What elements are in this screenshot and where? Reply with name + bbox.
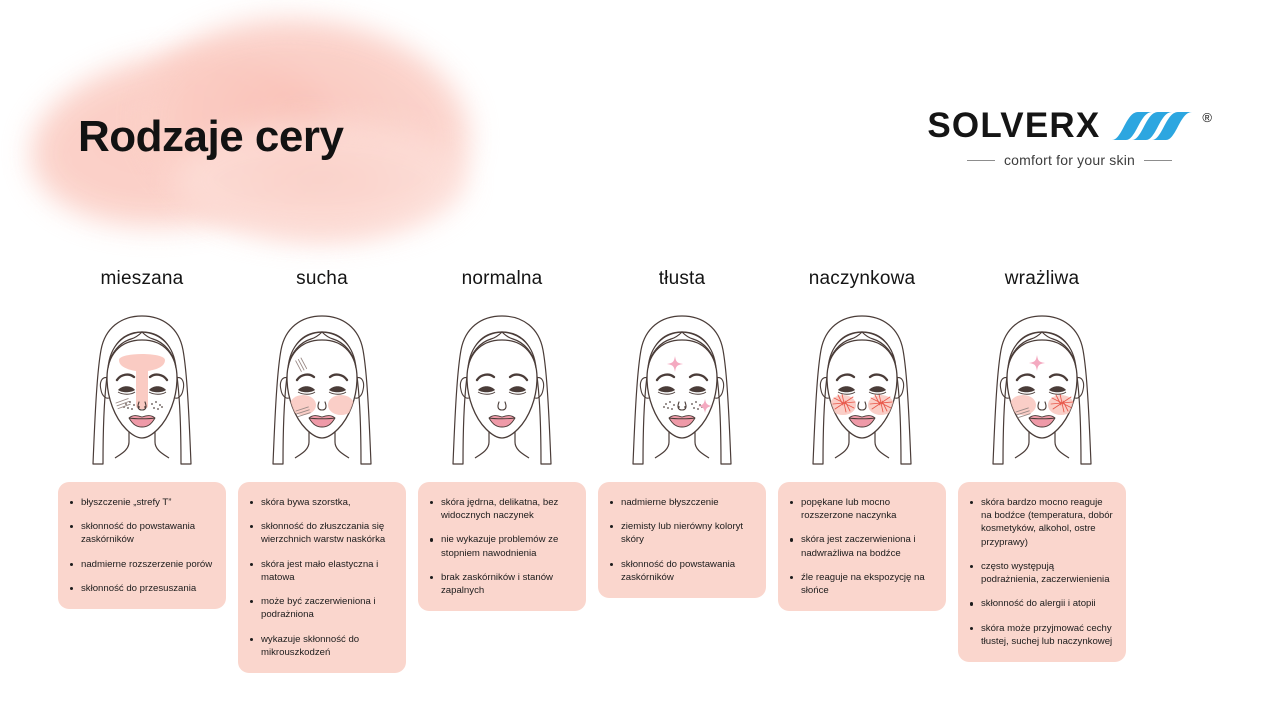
- list-item: skłonność do alergii i atopii: [969, 597, 1114, 610]
- list-item: nadmierne rozszerzenie porów: [69, 558, 214, 571]
- skin-type-column-mieszana: mieszana błyszcze: [52, 268, 232, 673]
- list-item: nadmierne błyszczenie: [609, 496, 754, 509]
- list-item: popękane lub mocno rozszerzone naczynka: [789, 496, 934, 522]
- list-item: często występują podrażnienia, zaczerwie…: [969, 560, 1114, 586]
- list-item: skóra może przyjmować cechy tłustej, suc…: [969, 622, 1114, 648]
- header: Rodzaje cery SOLVERX ® comfort for your …: [0, 0, 1280, 252]
- tagline-rule-left: [966, 159, 995, 161]
- list-item: wykazuje skłonność do mikrouszkodzeń: [249, 633, 394, 659]
- skin-type-columns: mieszana błyszcze: [52, 268, 1232, 674]
- skin-type-column-normalna: normalna skóra ję: [412, 268, 592, 673]
- list-item: skłonność do przesuszania: [69, 582, 214, 595]
- list-item: brak zaskórników i stanów zapalnych: [429, 571, 574, 597]
- logo-tagline: comfort for your skin: [1003, 152, 1135, 168]
- list-item: skłonność do powstawania zaskórników: [609, 558, 754, 584]
- skin-type-card-wrazliwa: skóra bardzo mocno reaguje na bodźce (te…: [958, 482, 1126, 663]
- logo-stripes-icon: [1112, 111, 1193, 140]
- skin-type-column-naczynkowa: naczynkowa: [772, 268, 952, 673]
- skin-type-title-naczynkowa: naczynkowa: [808, 268, 916, 289]
- list-item: skóra bardzo mocno reaguje na bodźce (te…: [969, 496, 1114, 549]
- skin-type-card-sucha: skóra bywa szorstka, skłonność do złuszcz…: [238, 482, 406, 674]
- list-item: skóra jędrna, delikatna, bez widocznych …: [429, 496, 574, 522]
- list-item: skłonność do złuszczania się wierzchnich…: [249, 520, 394, 546]
- face-dry-skin-icon: [241, 306, 403, 466]
- list-item: źle reaguje na ekspozycję na słońce: [789, 571, 934, 597]
- list-item: może być zaczerwieniona i podrażniona: [249, 595, 394, 621]
- list-item: skóra bywa szorstka,: [249, 496, 394, 509]
- list-item: błyszczenie „strefy T”: [69, 496, 214, 509]
- skin-type-card-tlusta: nadmierne błyszczenie ziemisty lub nierów…: [598, 482, 766, 599]
- logo-wordmark: SOLVERX: [927, 106, 1101, 145]
- list-item: ziemisty lub nierówny koloryt skóry: [609, 520, 754, 546]
- skin-type-title-mieszana: mieszana: [100, 268, 184, 289]
- tagline-rule-right: [1144, 159, 1172, 161]
- skin-type-title-wrazliwa: wrażliwa: [1004, 268, 1080, 289]
- skin-type-title-sucha: sucha: [296, 268, 348, 289]
- page-title: Rodzaje cery: [78, 112, 344, 161]
- face-normal-skin-icon: [421, 306, 583, 466]
- face-sensitive-skin-icon: [961, 306, 1123, 466]
- list-item: skłonność do powstawania zaskórników: [69, 520, 214, 546]
- face-oily-skin-icon: [601, 306, 763, 466]
- skin-type-title-tlusta: tłusta: [658, 268, 706, 289]
- list-item: skóra jest zaczerwieniona i nadwrażliwa …: [789, 533, 934, 559]
- list-item: nie wykazuje problemów ze stopniem nawod…: [429, 533, 574, 559]
- face-combination-skin-icon: [61, 306, 223, 466]
- brand-logo: SOLVERX ® comfort for your skin: [912, 108, 1212, 168]
- skin-type-card-naczynkowa: popękane lub mocno rozszerzone naczynka s…: [778, 482, 946, 612]
- skin-type-column-tlusta: tłusta nadmierne: [592, 268, 772, 673]
- skin-type-column-wrazliwa: wrażliwa: [952, 268, 1132, 673]
- registered-trademark-icon: ®: [1202, 110, 1212, 125]
- skin-type-card-normalna: skóra jędrna, delikatna, bez widocznych …: [418, 482, 586, 612]
- face-couperose-skin-icon: [781, 306, 943, 466]
- list-item: skóra jest mało elastyczna i matowa: [249, 558, 394, 584]
- skin-type-card-mieszana: błyszczenie „strefy T” skłonność do powst…: [58, 482, 226, 610]
- skin-type-title-normalna: normalna: [461, 268, 543, 289]
- skin-type-column-sucha: sucha skóra bywa: [232, 268, 412, 674]
